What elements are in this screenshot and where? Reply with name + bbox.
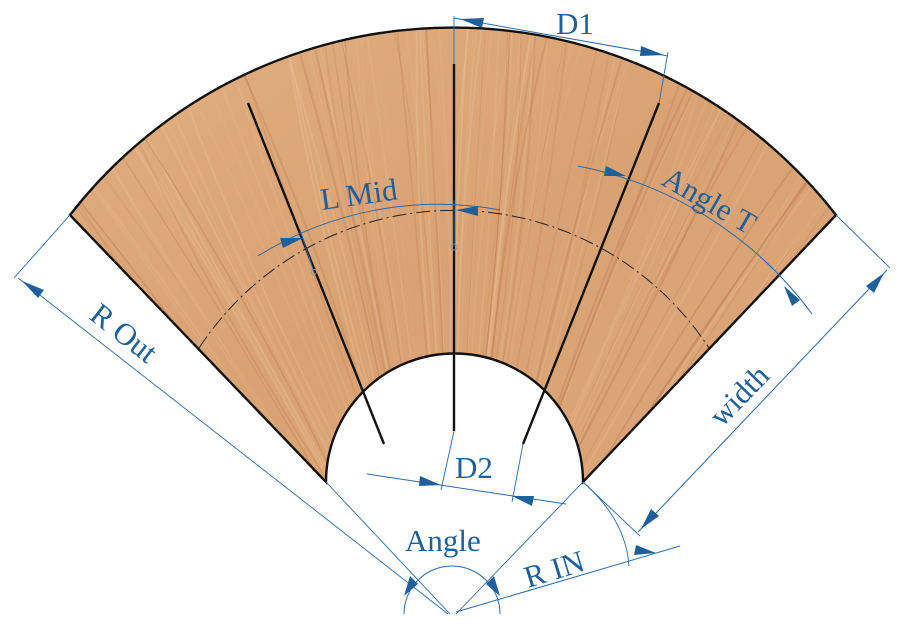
wood-grain-line — [70, 133, 337, 482]
wood-grain-line — [113, 87, 358, 482]
label-r-out: R Out — [84, 296, 165, 370]
label-width: width — [702, 357, 777, 432]
wood-grain-line — [124, 80, 362, 482]
dimension-d1: D1 — [453, 6, 669, 104]
dimension-angle: Angle — [325, 481, 584, 615]
segment-outline — [68, 26, 838, 486]
wood-grain-line — [570, 131, 836, 482]
wood-grain-line — [551, 89, 798, 482]
piece-divider-right — [521, 102, 661, 445]
dimension-d2: D2 — [366, 430, 567, 506]
dimension-r-in: R IN — [455, 481, 681, 613]
wood-grain-line — [70, 132, 338, 482]
wood-grain-line — [549, 84, 791, 482]
wood-grain-line — [118, 84, 360, 482]
wood-grain-line — [99, 97, 353, 482]
label-angle: Angle — [405, 523, 481, 558]
mid-point-marker-left — [311, 269, 317, 275]
wood-grain-line — [110, 90, 357, 482]
wood-grain-line — [100, 95, 354, 482]
label-d1: D1 — [556, 6, 594, 41]
wood-grain-line — [110, 89, 357, 482]
label-d2: D2 — [455, 450, 493, 485]
label-r-in: R IN — [520, 543, 589, 594]
